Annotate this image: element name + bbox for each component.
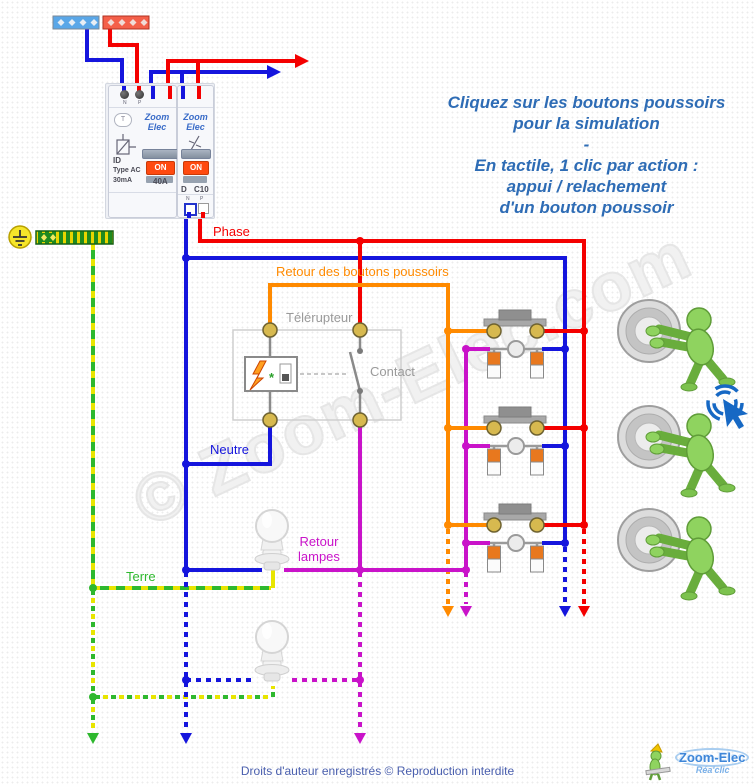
earth-ground-icon [8,225,32,249]
logo-mascot-icon [645,743,671,781]
differential-coil-icon [116,134,136,155]
copyright-notice: Droits d'auteur enregistrés © Reproducti… [240,764,515,778]
phase-terminal-block [102,15,150,30]
terminal-label: N [186,196,190,202]
breaker-lever[interactable] [181,149,211,159]
tap-click-icon [706,384,748,429]
brand-logo: Zoom Elec [144,112,170,132]
figure-press-demo-1[interactable] [618,300,735,391]
wire-stub [122,86,126,92]
phase-junctions [295,54,590,617]
wire-stub [197,86,201,99]
zoom-elec-logo: Zoom-Elec Réa'clic [645,742,753,782]
neutral-label: Neutre [210,442,250,457]
light-bulb-2 [254,620,290,682]
continuation-arrow [559,606,571,617]
light-bulb-1 [254,509,290,571]
continuation-arrow [460,606,472,617]
breaker-model: ID [113,156,121,165]
switch-return-label: Retour des boutons poussoirs [276,264,449,279]
terminal-label: P [138,100,142,106]
breaker-switch-icon [188,135,202,151]
breaker-sensitivity: 30mA [113,177,133,184]
lamp-return-label: Retour lampes [298,534,340,564]
brand-logo: Zoom Elec [183,112,208,132]
continuation-arrow [87,733,99,744]
continuation-arrow [267,65,281,79]
switch-return-wire [268,283,450,604]
breaker-lever[interactable] [142,149,180,159]
telerupteur-terminals [262,322,368,428]
input-terminal-p [135,90,144,99]
breaker-curve: D [181,185,187,194]
input-terminal-n [120,90,129,99]
wire-stub [151,86,155,99]
terminal-label: N [123,100,127,106]
earth-wire [87,243,275,744]
continuation-arrow [295,54,309,68]
differential-breaker: N P T Zoom Elec ON ID Type AC 30mA 40A [108,85,180,218]
wire-stub [137,86,141,92]
din-rail-panel: N P T Zoom Elec ON ID Type AC 30mA 40A [105,83,215,219]
logo-tagline: Réa'clic [695,764,730,775]
earth-label: Terre [126,569,156,584]
wire-stub [186,212,191,218]
lightning-bolt-icon [249,360,267,391]
continuation-arrow [442,606,454,617]
wire-stub [200,212,205,218]
phase-label: Phase [213,224,250,239]
earth-terminal-bar [35,230,114,245]
wire-stub [168,86,172,99]
terminal-label: P [200,196,204,202]
breaker-type: Type AC [113,167,141,174]
contact-blade [348,351,362,392]
continuation-arrow [354,733,366,744]
telerupteur-label: Télérupteur [286,310,353,325]
coil-switch-icon [279,363,292,384]
continuation-arrow [578,606,590,617]
continuation-arrow [180,733,192,744]
wire-stub [181,86,185,99]
breaker-rating: C10 [194,185,209,194]
test-button[interactable]: T [114,113,132,127]
contact-label: Contact [370,364,415,379]
logo-name: Zoom-Elec [675,747,750,767]
neutral-junctions [180,65,571,744]
on-button[interactable]: ON [146,161,175,175]
telerupteur-box: * [232,322,402,428]
circuit-breaker: Zoom Elec ON D C10 N P [177,85,214,218]
phase-wire [108,29,586,604]
figure-press-demo-3[interactable] [618,509,735,600]
neutral-terminal-block [52,15,100,30]
on-button[interactable]: ON [183,161,209,175]
coil-asterisk: * [269,370,275,385]
breaker-rating: 40A [153,177,168,186]
instruction-text: Cliquez sur les boutons poussoirs pour l… [447,93,726,217]
lamp-return-junctions [354,566,472,744]
